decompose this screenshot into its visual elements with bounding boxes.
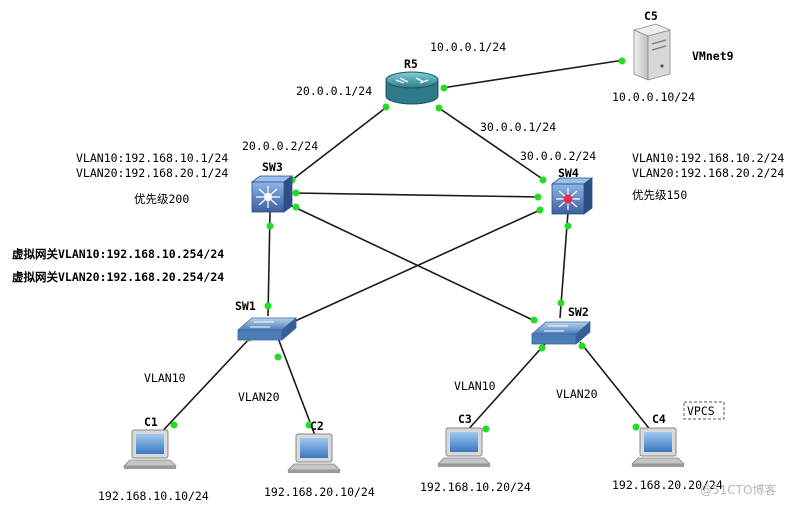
vgw-vlan10: 虚拟网关VLAN10:192.168.10.254/24	[12, 247, 224, 261]
sw3-priority: 优先级200	[134, 192, 189, 206]
server-c5[interactable]: C5 VMnet9 10.0.0.10/24	[612, 9, 734, 104]
pc-c4[interactable]: C4 VPCS 192.168.20.20/24	[612, 401, 725, 492]
sw1-c1-vlan: VLAN10	[144, 371, 186, 385]
port-dot	[534, 193, 542, 201]
pc-icon	[287, 433, 341, 473]
pc-icon	[631, 427, 685, 467]
port-dot	[530, 316, 538, 324]
port-dot	[292, 203, 300, 211]
sw4-vlan10-ip: VLAN10:192.168.10.2/24	[632, 151, 784, 165]
pc-c1[interactable]: C1 192.168.10.10/24	[98, 415, 209, 503]
sw3-vlan20-ip: VLAN20:192.168.20.1/24	[76, 166, 228, 180]
vpcs-tag-box	[683, 401, 725, 420]
port-dot	[264, 302, 272, 310]
server-icon	[632, 23, 672, 81]
sw2-label: SW2	[568, 305, 589, 319]
link-sw3-sw4-top	[293, 192, 541, 198]
sw4-label: SW4	[558, 166, 579, 180]
sw3-label: SW3	[262, 160, 283, 174]
l3-switch-icon	[250, 175, 294, 213]
pc-c4-label: C4	[652, 412, 666, 426]
sw4-vlan20-ip: VLAN20:192.168.20.2/24	[632, 166, 784, 180]
sw2-c4-vlan: VLAN20	[556, 387, 598, 401]
pc-c4-ip: 192.168.20.20/24	[612, 478, 723, 492]
port-dot	[538, 344, 546, 352]
port-dot	[632, 423, 640, 431]
port-dot	[557, 299, 565, 307]
port-dot	[440, 84, 448, 92]
l3-switch-icon	[550, 177, 594, 215]
switch-sw2[interactable]: SW2	[530, 305, 592, 345]
port-dot	[435, 104, 443, 112]
port-dot	[618, 57, 626, 65]
pc-c2[interactable]: C2 192.168.20.10/24	[264, 419, 375, 499]
sw4-priority: 优先级150	[632, 188, 687, 202]
port-dot	[274, 353, 282, 361]
server-c5-label: C5	[644, 9, 658, 23]
switch-sw1[interactable]: SW1	[235, 299, 298, 341]
link-sw2-c4	[579, 341, 653, 433]
link-r5-sw4	[435, 105, 545, 181]
link-sw1-c2	[277, 337, 317, 439]
pc-c1-label: C1	[144, 415, 158, 429]
l3switch-sw4[interactable]: SW4 VLAN10:192.168.10.2/24 VLAN20:192.16…	[550, 151, 784, 215]
vmnet-label: VMnet9	[692, 49, 734, 63]
link-sw2-c3	[465, 343, 546, 433]
pc-c2-ip: 192.168.20.10/24	[264, 485, 375, 499]
port-dot	[266, 222, 274, 230]
switch-icon	[236, 317, 298, 341]
link-labels: 10.0.0.1/24 20.0.0.1/24 20.0.0.2/24 30.0…	[144, 40, 598, 404]
sw2-c3-vlan: VLAN10	[454, 379, 496, 393]
pc-icon	[437, 427, 491, 467]
vgw-vlan20: 虚拟网关VLAN20:192.168.20.254/24	[12, 270, 224, 284]
pc-c3-label: C3	[458, 412, 472, 426]
vpcs-tag: VPCS	[687, 404, 715, 418]
port-dot	[170, 421, 178, 429]
sw3-vlan10-ip: VLAN10:192.168.10.1/24	[76, 151, 228, 165]
watermark: @51CTO博客	[700, 482, 776, 497]
switch-icon	[530, 321, 592, 345]
link-sw4-sw1	[292, 209, 541, 323]
link-r5-sw3	[291, 105, 389, 181]
server-c5-ip: 10.0.0.10/24	[612, 90, 695, 104]
link-sw1-c1	[155, 337, 251, 439]
port-dot	[539, 176, 547, 184]
r5-sw4-router-ip: 30.0.0.1/24	[480, 120, 556, 134]
pc-c3-ip: 192.168.10.20/24	[420, 480, 531, 494]
port-dot	[305, 421, 313, 429]
router-r5-label: R5	[404, 57, 418, 71]
r5-sw3-switch-ip: 20.0.0.2/24	[242, 139, 318, 153]
link-sw3-sw2	[291, 205, 538, 323]
pc-icon	[123, 429, 177, 469]
l3switch-sw3[interactable]: SW3 VLAN10:192.168.10.1/24 VLAN20:192.16…	[76, 151, 294, 213]
port-dot	[578, 342, 586, 350]
virtual-gateway-labels: 虚拟网关VLAN10:192.168.10.254/24 虚拟网关VLAN20:…	[12, 247, 224, 284]
port-indicators	[170, 57, 640, 433]
r5-sw4-switch-ip: 30.0.0.2/24	[520, 149, 596, 163]
sw1-c2-vlan: VLAN20	[238, 390, 280, 404]
port-dot	[536, 206, 544, 214]
pc-c1-ip: 192.168.10.10/24	[98, 489, 209, 503]
router-icon	[385, 71, 439, 105]
pc-c2-label: C2	[310, 419, 324, 433]
port-dot	[382, 103, 390, 111]
r5-c5-ip: 10.0.0.1/24	[430, 40, 506, 54]
links	[155, 59, 653, 439]
port-dot	[292, 189, 300, 197]
pc-c3[interactable]: C3 192.168.10.20/24	[420, 412, 531, 494]
r5-sw3-router-ip: 20.0.0.1/24	[296, 84, 372, 98]
link-r5-c5	[441, 59, 625, 89]
router-r5[interactable]: R5	[385, 57, 439, 105]
port-dot	[564, 222, 572, 230]
sw1-label: SW1	[235, 299, 256, 313]
port-dot	[482, 425, 490, 433]
